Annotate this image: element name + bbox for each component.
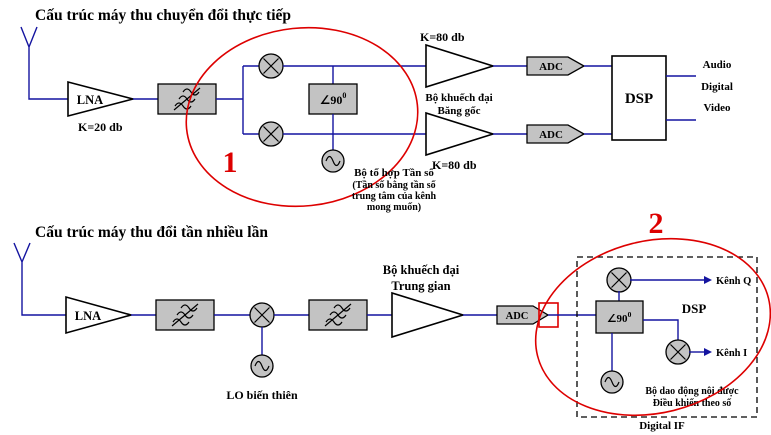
if-amp-caption: Bộ khuếch đại Trung gian [383,263,460,293]
lo-oscillator-icon [250,354,274,378]
svg-text:Trung gian: Trung gian [391,279,450,293]
svg-text:(Tần số bằng tần số: (Tần số bằng tần số [352,180,436,191]
mixer-q-icon-2 [606,267,632,293]
arrow-channel-i [704,348,712,356]
baseband-amp-bottom [425,111,496,157]
adc-block-2: ADC [496,305,550,325]
svg-text:Bộ dao động nội được: Bộ dao động nội được [645,386,739,397]
wire-filter-split [216,65,259,135]
svg-text:Bộ khuếch đại: Bộ khuếch đại [383,263,460,277]
amp-bottom-gain-label: K=80 db [432,158,477,172]
adc-top-label: ADC [539,61,563,73]
highlight-ellipse-2 [534,237,771,417]
phase-shifter-block: ∠900 [308,83,358,115]
svg-text:mong muốn): mong muốn) [367,202,421,213]
mixer-i-icon [258,53,284,79]
lna-block-bottom: LNA [65,295,134,335]
adc-label-2: ADC [506,311,529,322]
lna-block-top: LNA [67,80,137,118]
bottom-title: Cấu trúc máy thu đổi tần nhiều lần [35,224,268,241]
nco-oscillator-icon [600,370,624,394]
svg-text:Audio: Audio [703,59,732,71]
svg-text:Video: Video [703,102,731,114]
lna-label: LNA [77,93,103,107]
mixer-i-icon-2 [665,339,691,365]
rf-filter-block [155,299,215,331]
dsp-label: DSP [625,91,653,107]
channel-i-label: Kênh I [716,348,747,359]
antenna-icon [20,26,68,100]
baseband-caption: Bộ khuếch đại Băng gốc [425,92,492,117]
amp-top-gain-label: K=80 db [420,30,465,44]
if-amp-block [391,291,466,339]
highlight-ellipse-1 [185,26,419,208]
svg-text:Điều khiển theo số: Điều khiển theo số [653,398,733,409]
svg-text:trung tâm của kênh: trung tâm của kênh [352,191,437,202]
svg-text:Bộ tổ hợp Tần số: Bộ tổ hợp Tần số [354,167,434,179]
lo-label: LO biến thiên [226,388,298,402]
mixer-icon-2 [249,302,275,328]
phase-shifter-block-2: ∠900 [595,300,644,334]
arrow-channel-q [704,276,712,284]
nco-caption: Bộ dao động nội được Điều khiển theo số [645,386,739,409]
digital-if-dashed-box [576,256,758,418]
if-filter-block [308,299,368,331]
svg-text:Bộ khuếch đại: Bộ khuếch đại [425,92,492,104]
antenna-icon-2 [13,242,66,316]
baseband-amp-top [425,43,496,89]
local-oscillator-icon [321,149,345,173]
dsp-label-2: DSP [682,301,707,316]
lna-label-2: LNA [75,309,101,323]
channel-q-label: Kênh Q [716,276,751,287]
lna-gain-label: K=20 db [78,120,123,134]
marker-2: 2 [649,207,664,240]
phase-shifter-label-2: ∠900 [607,310,632,325]
adc-block-bottom: ADC [526,124,586,144]
svg-text:Băng gốc: Băng gốc [437,105,480,117]
phase-shifter-label: ∠900 [320,91,347,107]
adc-bottom-label: ADC [539,129,563,141]
dsp-block-top: DSP [611,55,667,141]
mixer-q-icon [258,121,284,147]
digital-if-label: Digital IF [639,420,685,432]
svg-text:Digital: Digital [701,81,733,93]
adc-block-top: ADC [526,56,586,76]
output-labels: Audio Digital Video [701,59,733,114]
wire-phase-mixeri [643,319,679,341]
top-title: Cấu trúc máy thu chuyển đổi thực tiếp [35,7,291,24]
synthesizer-caption: Bộ tổ hợp Tần số (Tần số bằng tần số tru… [352,167,437,213]
marker-1: 1 [223,146,238,179]
